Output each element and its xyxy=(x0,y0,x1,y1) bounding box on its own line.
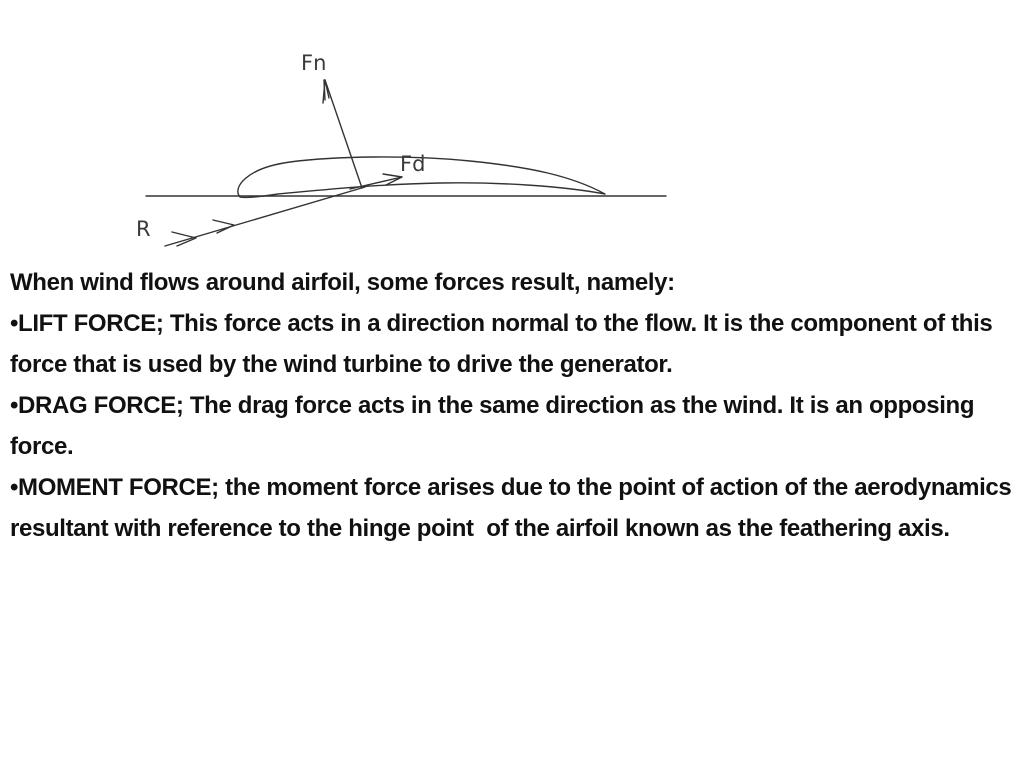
fn-label: Fn xyxy=(301,51,326,75)
forces-explanation: When wind flows around airfoil, some for… xyxy=(10,262,1014,549)
drag-force-bullet: •DRAG FORCE; The drag force acts in the … xyxy=(10,392,981,460)
fd-label: Fd xyxy=(400,152,425,176)
resultant-arrowhead-1 xyxy=(171,231,197,247)
normal-force-arrowhead xyxy=(322,79,330,104)
airfoil-profile xyxy=(237,156,606,199)
r-label: R xyxy=(136,217,151,241)
intro-text: When wind flows around airfoil, some for… xyxy=(10,269,675,296)
drag-force-arrowhead xyxy=(382,173,403,186)
lift-force-bullet: •LIFT FORCE; This force acts in a direct… xyxy=(10,310,999,378)
resultant-arrowhead-2 xyxy=(212,219,235,234)
normal-force-tick xyxy=(323,79,326,101)
airfoil-force-diagram: Fn Fd R xyxy=(136,51,667,247)
drag-force-line xyxy=(349,176,403,190)
resultant-line xyxy=(164,186,366,247)
normal-force-line xyxy=(324,79,363,189)
moment-force-bullet: •MOMENT FORCE; the moment force arises d… xyxy=(10,474,1018,542)
